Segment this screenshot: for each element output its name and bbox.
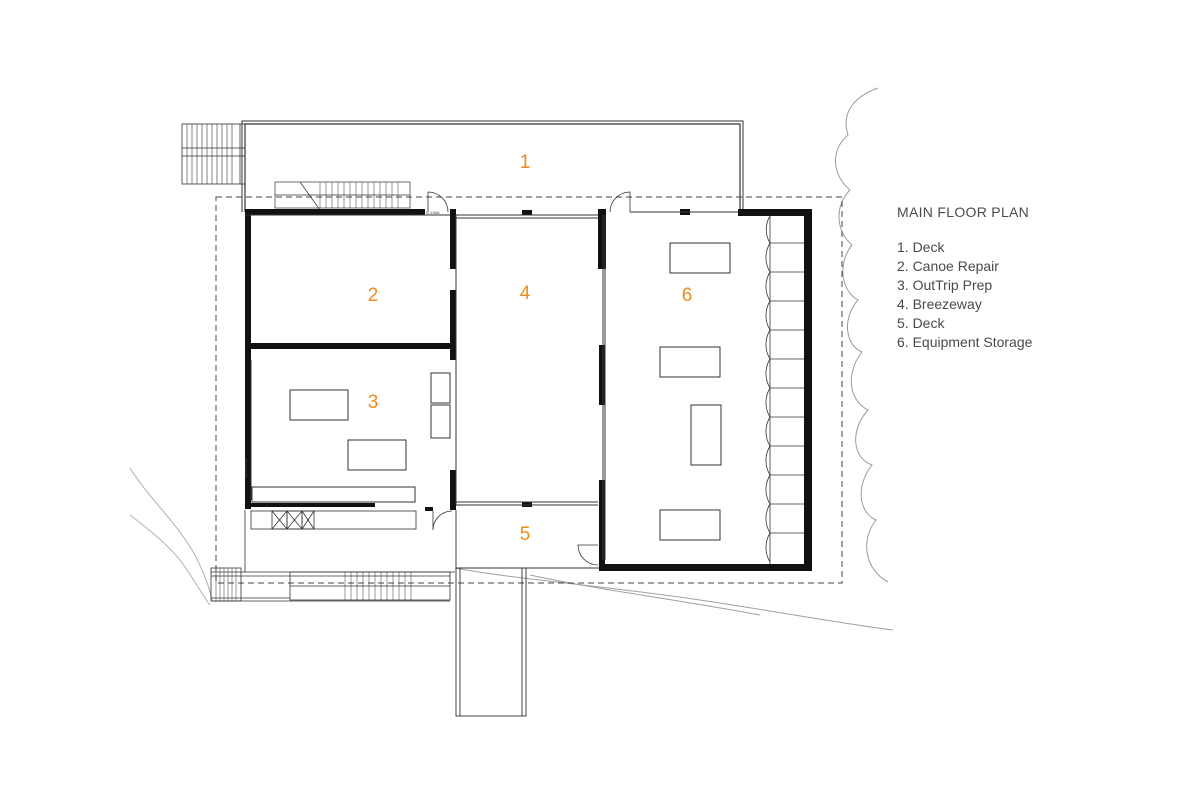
room-number-1: 1 (520, 152, 531, 173)
grade-line (129, 514, 211, 606)
deck-5-and-ramp (455, 510, 599, 717)
room-number-2: 2 (368, 285, 379, 306)
room-number-4: 4 (520, 283, 531, 304)
grade-line (529, 574, 761, 616)
legend-list: 1. Deck 2. Canoe Repair 3. OutTrip Prep … (897, 238, 1032, 352)
walls (245, 209, 812, 571)
legend-item: 6. Equipment Storage (897, 334, 1033, 350)
grade-line (454, 567, 894, 631)
room-number-6: 6 (682, 285, 693, 306)
tree-canopy-outline (835, 87, 889, 583)
lower-deck (210, 567, 455, 602)
storage-lockers (765, 215, 804, 564)
stair-upper-deck (274, 181, 411, 211)
outtrip-prep-furniture (251, 372, 453, 531)
legend-item: 2. Canoe Repair (897, 258, 999, 274)
deck-1-outline (244, 123, 741, 212)
door-swing (609, 191, 631, 213)
plan-title: MAIN FLOOR PLAN (897, 204, 1030, 220)
stair-upper-left (181, 123, 246, 185)
legend-item: 3. OutTrip Prep (897, 277, 993, 293)
roof-outline (215, 196, 843, 584)
grade-line (129, 467, 213, 601)
legend: MAIN FLOOR PLAN 1. Deck 2. Canoe Repair … (897, 204, 1032, 352)
legend-item: 1. Deck (897, 239, 945, 255)
legend-item: 5. Deck (897, 315, 945, 331)
door-swing (427, 191, 449, 213)
lower-utility-strip (244, 510, 417, 572)
equipment-storage-furniture (659, 242, 731, 541)
room-number-3: 3 (368, 392, 379, 413)
room-number-5: 5 (520, 524, 531, 545)
door-tag: D-100A (426, 210, 440, 215)
legend-item: 4. Breezeway (897, 296, 982, 312)
